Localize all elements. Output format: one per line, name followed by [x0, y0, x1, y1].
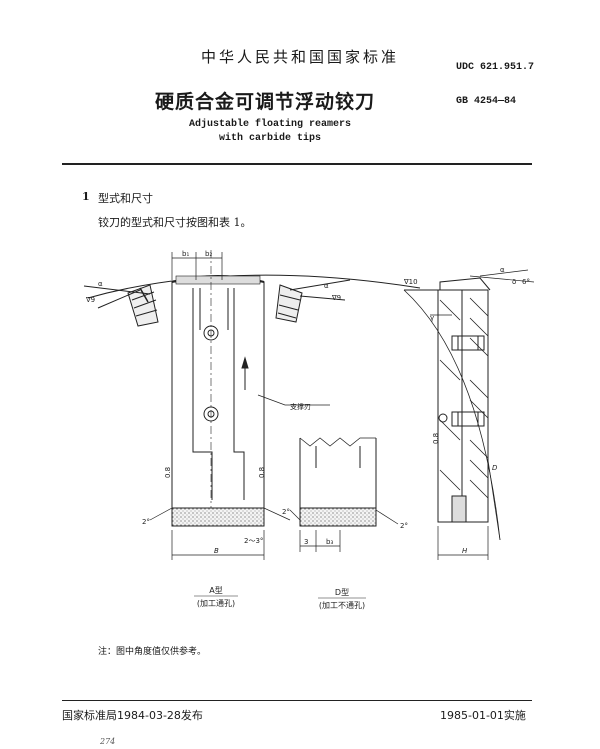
- type-d-label: D型: [335, 588, 349, 597]
- label-gamma: γ: [430, 314, 434, 322]
- document-title-en: Adjustable floating reamers with carbide…: [0, 118, 540, 146]
- label-b2: b₂: [205, 250, 212, 258]
- section-title: 型式和尺寸: [98, 192, 153, 205]
- label-delta: δ: [512, 278, 516, 286]
- label-08-a: 0.8: [164, 467, 172, 478]
- type-d-sublabel: (加工不通孔): [319, 600, 365, 610]
- type-a-body: [171, 281, 265, 509]
- label-D: D: [492, 464, 498, 472]
- side-screw-upper: [451, 335, 485, 351]
- implementation-date: 1985-01-01实施: [440, 709, 526, 722]
- page-number: 274: [100, 737, 116, 746]
- cutting-arc-left: [87, 274, 421, 299]
- label-2deg-mid: 2°: [282, 508, 290, 516]
- label-08-c: 0.8: [432, 433, 440, 444]
- footer-rule: [62, 700, 532, 701]
- section-body: 铰刀的型式和尺寸按图和表 1。: [98, 216, 252, 229]
- label-H: H: [462, 547, 468, 555]
- title-en-line-1: Adjustable floating reamers: [188, 119, 352, 130]
- type-a-label: A型: [209, 586, 222, 595]
- udc-code: UDC 621.951.7: [456, 62, 535, 73]
- label-kappa-left: ∇9: [85, 296, 95, 304]
- type-d-body: [299, 438, 377, 509]
- side-screw-lower: [451, 411, 485, 427]
- side-arc: [403, 289, 501, 541]
- figure-note: 注：图中角度值仅供参考。: [98, 647, 207, 657]
- label-alpha-left: α: [98, 280, 103, 288]
- label-kappa-right: ∇9: [331, 294, 341, 302]
- type-a-carbide-tip: [171, 507, 265, 527]
- publication-date: 国家标准局1984-03-28发布: [62, 709, 203, 722]
- label-alpha-right: α: [324, 282, 329, 290]
- label-finish-10: ∇10: [403, 278, 418, 286]
- label-2deg-right: 2°: [400, 522, 408, 530]
- label-6deg: 6°: [522, 278, 530, 286]
- side-body: [437, 289, 489, 523]
- label-2-3deg: 2～3°: [244, 537, 263, 545]
- issuing-organization: 中华人民共和国国家标准: [200, 48, 399, 66]
- type-a-sublabel: (加工通孔): [197, 598, 235, 608]
- section-number: 1: [82, 190, 90, 203]
- label-08-b: 0.8: [258, 467, 266, 478]
- gb-standard-number: GB 4254—84: [456, 96, 517, 107]
- label-B: B: [214, 547, 219, 555]
- label-b3: b₃: [326, 538, 333, 546]
- left-cutter-section: [127, 284, 159, 327]
- header-rule: [62, 163, 532, 165]
- type-a-slot: [192, 288, 245, 500]
- label-alpha-side: α: [500, 266, 505, 274]
- title-en-line-2: with carbide tips: [218, 133, 322, 144]
- type-d-carbide-tip: [299, 507, 377, 527]
- label-support-edge: 支撑刃: [290, 402, 311, 411]
- label-2deg-left: 2°: [142, 518, 150, 526]
- right-cutter-section: [275, 284, 303, 323]
- label-b1: b₁: [182, 250, 189, 258]
- label-3: 3: [304, 538, 308, 546]
- document-title-cn: 硬质合金可调节浮动铰刀: [154, 91, 375, 113]
